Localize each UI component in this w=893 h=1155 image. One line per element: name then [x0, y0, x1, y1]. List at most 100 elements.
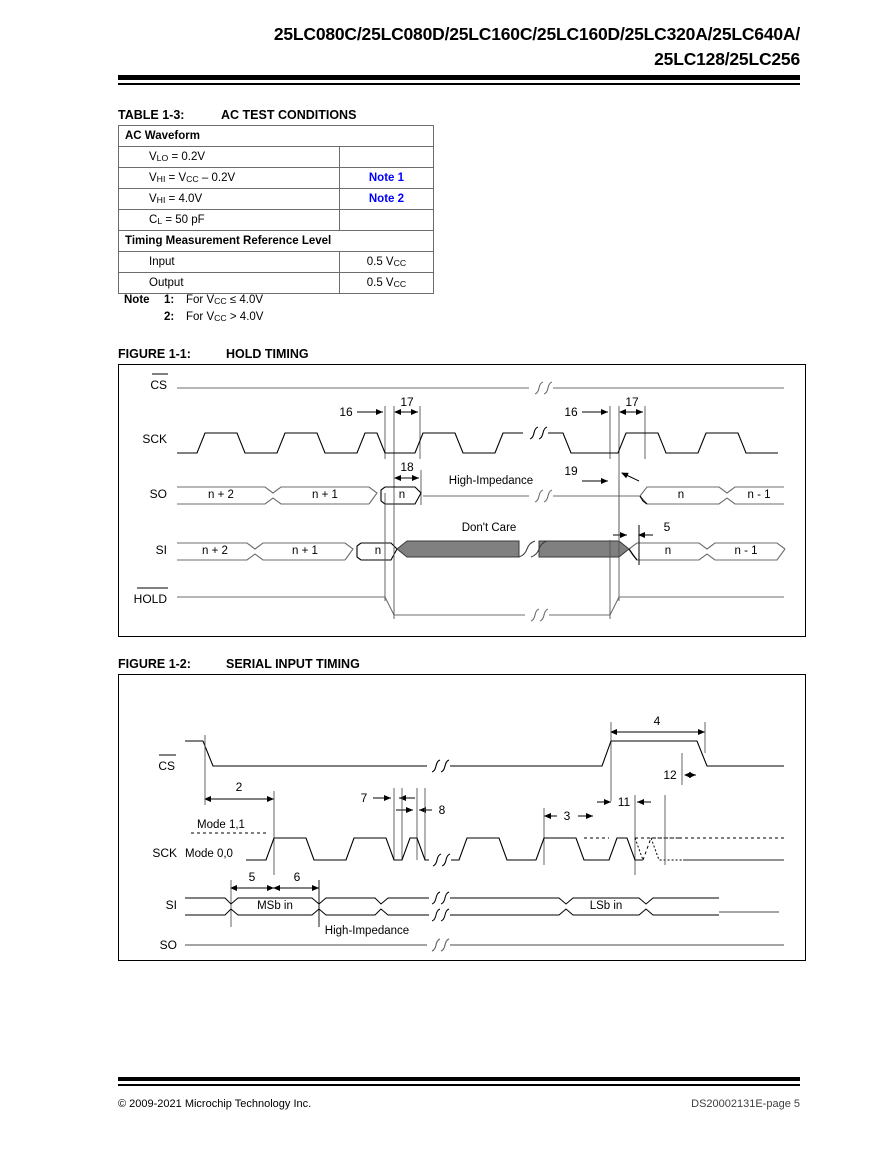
sck-waveform-fig2-left [246, 837, 429, 861]
table-caption: TABLE 1-3:AC TEST CONDITIONS [118, 108, 356, 122]
note-2-text: For VCC > 4.0V [186, 311, 264, 323]
so-bus-right: n n - 1 [639, 486, 784, 505]
note-1-text: For VCC ≤ 4.0V [186, 294, 264, 306]
footer-docid: DS20002131E-page 5 [691, 1098, 800, 1110]
sck-waveform-fig2-right [451, 837, 643, 861]
section-header-ac-waveform: AC Waveform [118, 125, 434, 147]
si-cell-4: n - 1 [734, 545, 757, 557]
figure-1-2-caption-tag: FIGURE 1-2: [118, 657, 191, 671]
footer-rule-thin [118, 1084, 800, 1086]
figure-1-2-serial-input-timing: 4 CS 12 2 7 8 [118, 674, 806, 961]
row-value-cl [338, 209, 435, 231]
sck-waveform-right [548, 432, 778, 454]
header-rule-thin [118, 83, 800, 85]
figure-1-1-hold-timing: CS 16 17 16 17 SCK [118, 364, 806, 637]
sck-waveform-left [177, 432, 523, 454]
mode-low-label: Mode 0,0 [185, 848, 233, 860]
row-label-output: Output [118, 272, 340, 294]
ac-test-conditions-table: AC Waveform VLO = 0.2V VHI = VCC – 0.2V … [118, 125, 435, 294]
header-line-2: 25LC128/25LC256 [654, 49, 800, 69]
marker-4: 4 [654, 714, 661, 728]
hold-waveform-left [177, 596, 525, 616]
signal-label-sck: SCK [142, 432, 167, 446]
si-cell-2: n [375, 545, 381, 557]
section-header-timing-ref: Timing Measurement Reference Level [118, 230, 434, 252]
si-dont-care-bar-right [538, 540, 630, 558]
table-row: VHI = 4.0V Note 2 [118, 188, 435, 210]
so-cell-1: n + 1 [312, 489, 338, 501]
note-1-number: 1: [164, 294, 175, 306]
so-high-impedance-label-fig2: High-Impedance [325, 925, 409, 937]
si-dont-care-label: Don't Care [462, 522, 517, 534]
marker-2: 2 [236, 780, 243, 794]
si-dont-care-bar-left [396, 540, 520, 558]
note-label: Note [124, 294, 150, 306]
si-cell-0: n + 2 [202, 545, 228, 557]
cs-waveform-left [185, 740, 427, 767]
table-row: VLO = 0.2V [118, 146, 435, 168]
table-caption-tag: TABLE 1-3: [118, 108, 185, 122]
cs-waveform-right [450, 740, 784, 767]
marker-11: 11 [618, 795, 631, 809]
marker-3: 3 [564, 809, 571, 823]
marker-16-right: 16 [564, 405, 578, 419]
note-row-2: 2: For VCC > 4.0V [124, 309, 263, 326]
figure-1-1-caption-title: HOLD TIMING [226, 347, 309, 361]
marker-12: 12 [663, 768, 677, 782]
table-row: VHI = VCC – 0.2V Note 1 [118, 167, 435, 189]
marker-17-right: 17 [625, 395, 639, 409]
marker-8: 8 [439, 803, 446, 817]
signal-label-cs-fig2: CS [158, 759, 175, 773]
signal-label-so: SO [150, 487, 167, 501]
si-bus-fig2: MSb in LSb in [185, 891, 779, 922]
page-header: 25LC080C/25LC080D/25LC160C/25LC160D/25LC… [118, 22, 800, 72]
table-row: Output 0.5 VCC [118, 272, 435, 294]
marker-18: 18 [400, 460, 414, 474]
serial-input-timing-svg: 4 CS 12 2 7 8 [152, 714, 784, 952]
marker-6: 6 [294, 870, 301, 884]
row-label-vhi-vcc: VHI = VCC – 0.2V [118, 167, 340, 189]
table-row: Input 0.5 VCC [118, 251, 435, 273]
note-row-1: Note 1: For VCC ≤ 4.0V [124, 292, 263, 309]
si-bus-left: n + 2 n + 1 n [177, 542, 398, 561]
signal-label-so-fig2: SO [160, 938, 177, 952]
row-label-cl: CL = 50 pF [118, 209, 340, 231]
header-line-1: 25LC080C/25LC080D/25LC160C/25LC160D/25LC… [273, 24, 800, 44]
table-row: CL = 50 pF [118, 209, 435, 231]
mode-high-label: Mode 1,1 [197, 819, 245, 831]
signal-label-si-fig2: SI [166, 898, 177, 912]
si-cell-1: n + 1 [292, 545, 318, 557]
so-cell-4: n - 1 [747, 489, 770, 501]
hold-timing-svg: CS 16 17 16 17 SCK [134, 373, 786, 622]
row-value-input: 0.5 VCC [338, 251, 435, 273]
table-row: Timing Measurement Reference Level [118, 230, 434, 252]
note-2-number: 2: [164, 311, 175, 323]
si-bus-right: n n - 1 [628, 542, 786, 561]
so-high-impedance-label: High-Impedance [449, 475, 533, 487]
row-value-output: 0.5 VCC [338, 272, 435, 294]
row-label-vhi-40: VHI = 4.0V [118, 188, 340, 210]
signal-label-si: SI [156, 543, 167, 557]
row-label-input: Input [118, 251, 340, 273]
marker-5: 5 [664, 520, 671, 534]
table-row: AC Waveform [118, 125, 434, 147]
signal-label-sck-fig2: SCK [152, 846, 177, 860]
si-lsb-label: LSb in [590, 900, 623, 912]
figure-1-2-caption-title: SERIAL INPUT TIMING [226, 657, 360, 671]
so-bus-left: n + 2 n + 1 n [177, 486, 422, 505]
table-notes: Note 1: For VCC ≤ 4.0V 2: For VCC > 4.0V [124, 292, 263, 326]
so-cell-0: n + 2 [208, 489, 234, 501]
so-cell-3: n [678, 489, 684, 501]
figure-1-1-caption: FIGURE 1-1: HOLD TIMING [118, 347, 309, 361]
marker-17-left: 17 [400, 395, 414, 409]
signal-label-cs: CS [150, 378, 167, 392]
marker-16-left: 16 [339, 405, 353, 419]
footer-copyright: © 2009-2021 Microchip Technology Inc. [118, 1098, 312, 1110]
figure-1-2-caption: FIGURE 1-2: SERIAL INPUT TIMING [118, 657, 360, 671]
si-cell-3: n [665, 545, 671, 557]
header-rule-thick [118, 75, 800, 80]
figure-1-1-caption-tag: FIGURE 1-1: [118, 347, 191, 361]
row-value-note-1: Note 1 [338, 167, 435, 189]
si-msb-label: MSb in [257, 900, 293, 912]
